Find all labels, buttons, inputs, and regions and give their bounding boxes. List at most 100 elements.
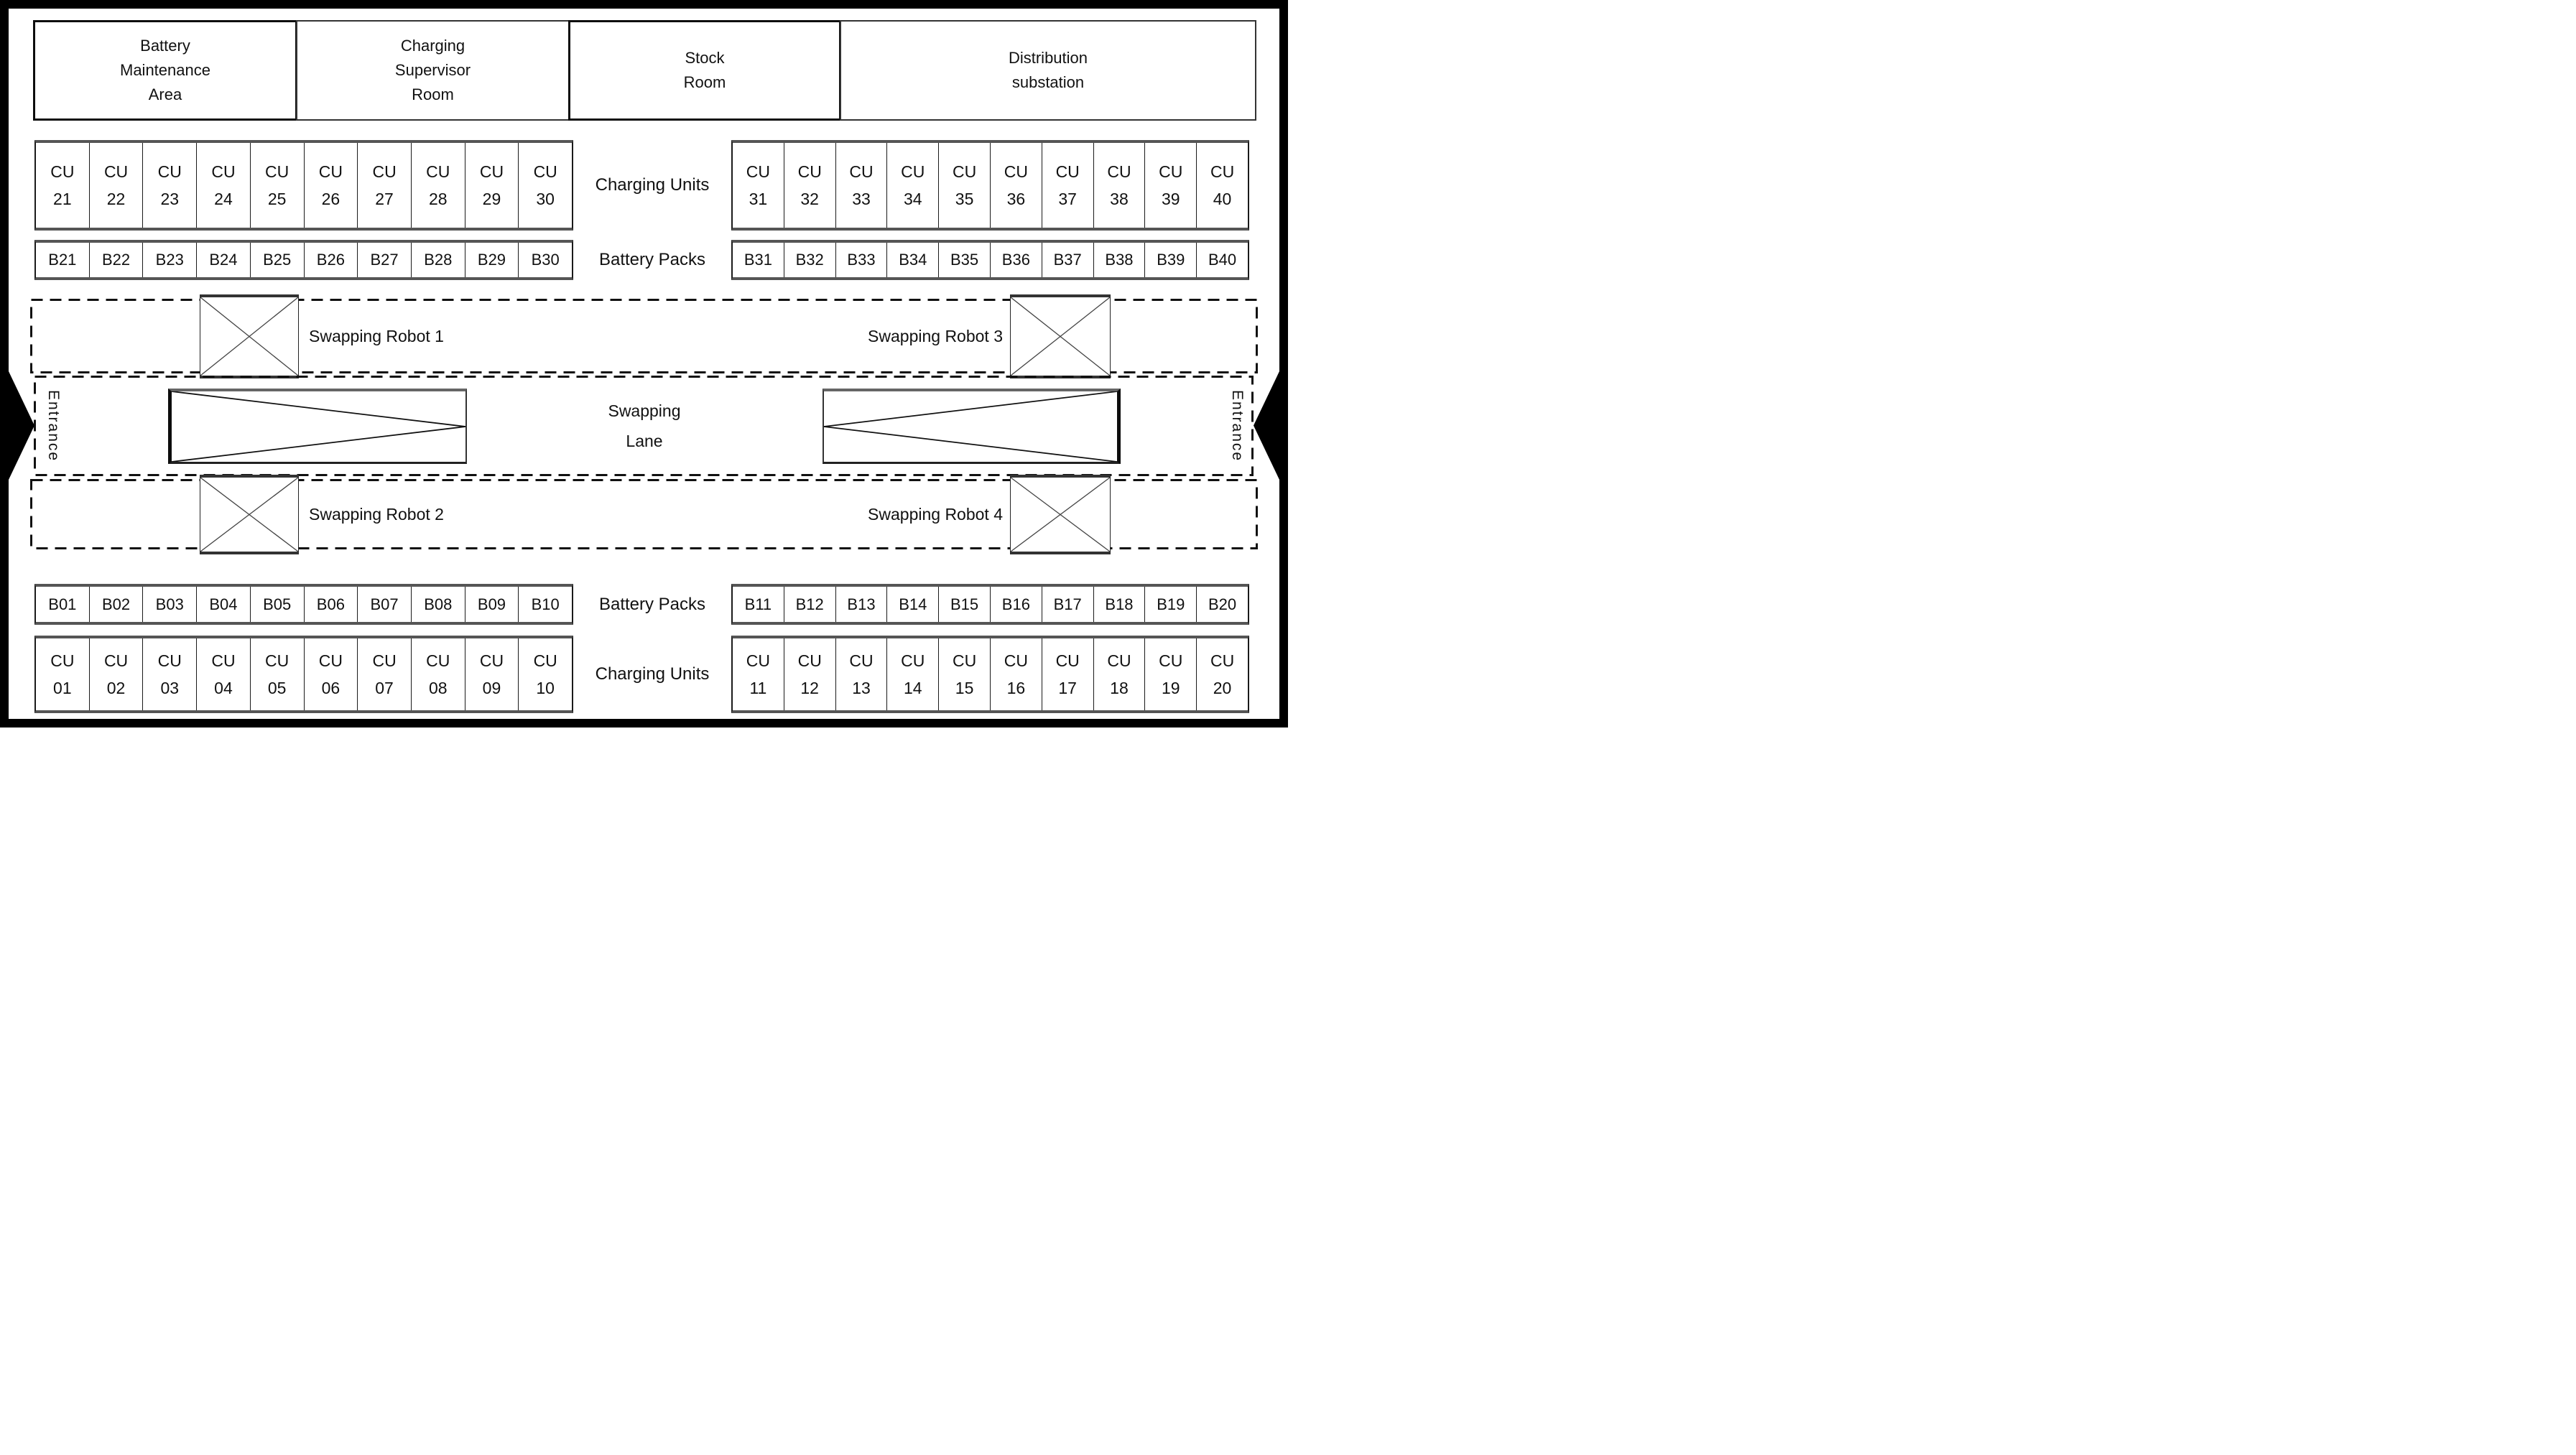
- cell-label: B26: [316, 251, 345, 269]
- battery-pack-cell: B40: [1196, 243, 1248, 277]
- cell-label: CU: [211, 162, 236, 181]
- cell-label: B35: [950, 251, 979, 269]
- cell-label: CU: [265, 162, 289, 181]
- charging-unit-cell: CU 13: [835, 638, 887, 710]
- battery-pack-cell: B12: [783, 587, 835, 622]
- cell-number: 16: [1006, 679, 1026, 697]
- entrance-label-right: Entrance: [1221, 376, 1253, 476]
- cell-label: B09: [477, 595, 506, 613]
- battery-pack-cell: B11: [733, 587, 784, 622]
- charging-unit-cell: CU 20: [1196, 638, 1248, 710]
- cell-label: CU: [318, 651, 343, 670]
- entrance-right-text: Entrance: [1229, 389, 1246, 462]
- battery-pack-cell: B31: [733, 243, 784, 277]
- battery-packs-block-01-10: B01 B02 B03 B04 B05 B06 B07: [34, 584, 573, 625]
- room-box: Charging Supervisor Room: [296, 20, 570, 121]
- cell-number: 02: [106, 679, 126, 697]
- swapping-robot-4-label: Swapping Robot 4: [823, 475, 1003, 554]
- room-name-line: Stock: [685, 49, 725, 67]
- charging-unit-cell: CU 40: [1196, 143, 1248, 228]
- charging-unit-cell: CU 21: [36, 143, 89, 228]
- charging-unit-cell: CU 16: [989, 638, 1042, 710]
- cell-number: 07: [375, 679, 394, 697]
- charging-unit-cell: CU 19: [1144, 638, 1196, 710]
- cell-label: B27: [370, 251, 399, 269]
- swapping-robot-2-text: Swapping Robot 2: [309, 505, 444, 524]
- charging-unit-cell: CU 22: [88, 143, 143, 228]
- room-name-line: Maintenance: [120, 61, 210, 79]
- cell-label: CU: [901, 162, 925, 181]
- room-box: Stock Room: [568, 20, 841, 121]
- cell-label: B08: [424, 595, 453, 613]
- cell-number: 32: [800, 190, 819, 208]
- swapping-robot-3-text: Swapping Robot 3: [868, 327, 1003, 345]
- cell-label: B17: [1053, 595, 1082, 613]
- cell-label: CU: [746, 162, 771, 181]
- cell-label: CU: [1004, 162, 1028, 181]
- cell-number: 27: [375, 190, 394, 208]
- charging-unit-cell: CU 05: [249, 638, 304, 710]
- cell-number: 24: [214, 190, 233, 208]
- charging-unit-cell: CU 15: [938, 638, 990, 710]
- cell-label: B13: [847, 595, 876, 613]
- charging-unit-cell: CU 11: [733, 638, 784, 710]
- battery-pack-cell: B32: [783, 243, 835, 277]
- cell-label: B14: [899, 595, 927, 613]
- battery-pack-cell: B15: [938, 587, 990, 622]
- battery-pack-cell: B16: [989, 587, 1042, 622]
- battery-pack-cell: B34: [886, 243, 938, 277]
- battery-pack-cell: B23: [142, 243, 196, 277]
- charging-units-label-top: Charging Units: [573, 140, 731, 231]
- battery-pack-cell: B01: [36, 587, 89, 622]
- charging-unit-cell: CU 34: [886, 143, 938, 228]
- cell-label: CU: [50, 162, 75, 181]
- charging-unit-cell: CU 03: [142, 638, 196, 710]
- cell-number: 15: [955, 679, 974, 697]
- room-box: Distribution substation: [840, 20, 1256, 121]
- cell-number: 06: [321, 679, 340, 697]
- battery-pack-cell: B06: [303, 587, 358, 622]
- cell-number: 31: [749, 190, 768, 208]
- swapping-robot-2-label: Swapping Robot 2: [309, 475, 539, 554]
- cell-label: CU: [901, 651, 925, 670]
- cell-label: CU: [1055, 162, 1080, 181]
- cell-label: B20: [1208, 595, 1237, 613]
- swapping-robot-1-text: Swapping Robot 1: [309, 327, 444, 345]
- cell-label: B25: [263, 251, 292, 269]
- battery-pack-cell: B27: [357, 243, 411, 277]
- battery-pack-cell: B10: [518, 587, 572, 622]
- charging-unit-cell: CU 37: [1041, 143, 1093, 228]
- vehicle-slot-left-icon: [168, 389, 467, 464]
- charging-unit-cell: CU 24: [196, 143, 250, 228]
- cell-number: 11: [749, 679, 767, 697]
- cell-label: CU: [849, 162, 874, 181]
- room-name-line: substation: [1011, 73, 1085, 91]
- swapping-lane-label: Swapping Lane: [573, 391, 716, 460]
- cell-number: 08: [428, 679, 448, 697]
- charging-units-block-31-40: CU 31 CU 32 CU 33 CU 34 CU 35: [731, 140, 1249, 231]
- cell-number: 39: [1161, 190, 1180, 208]
- charging-unit-cell: CU 29: [464, 143, 519, 228]
- battery-pack-cell: B02: [88, 587, 143, 622]
- cell-number: 28: [428, 190, 448, 208]
- cell-label: B11: [744, 595, 772, 613]
- battery-pack-cell: B13: [835, 587, 887, 622]
- cell-label: B37: [1053, 251, 1082, 269]
- swapping-robot-2-icon: [200, 475, 299, 554]
- charging-units-label-bottom: Charging Units: [573, 636, 731, 713]
- battery-pack-cell: B09: [464, 587, 519, 622]
- charging-unit-cell: CU 23: [142, 143, 196, 228]
- swapping-robot-1-label: Swapping Robot 1: [309, 294, 539, 378]
- battery-pack-cell: B04: [196, 587, 250, 622]
- cell-label: B34: [899, 251, 927, 269]
- battery-pack-cell: B35: [938, 243, 990, 277]
- cell-label: CU: [103, 651, 129, 670]
- battery-packs-label-bottom: Battery Packs: [573, 584, 731, 625]
- cell-number: 25: [267, 190, 287, 208]
- cell-label: CU: [103, 162, 129, 181]
- cell-number: 20: [1213, 679, 1232, 697]
- cell-label: CU: [157, 651, 182, 670]
- cell-label: B38: [1105, 251, 1134, 269]
- battery-packs-label-text: Battery Packs: [598, 250, 706, 269]
- charging-units-label-text: Charging Units: [595, 175, 710, 195]
